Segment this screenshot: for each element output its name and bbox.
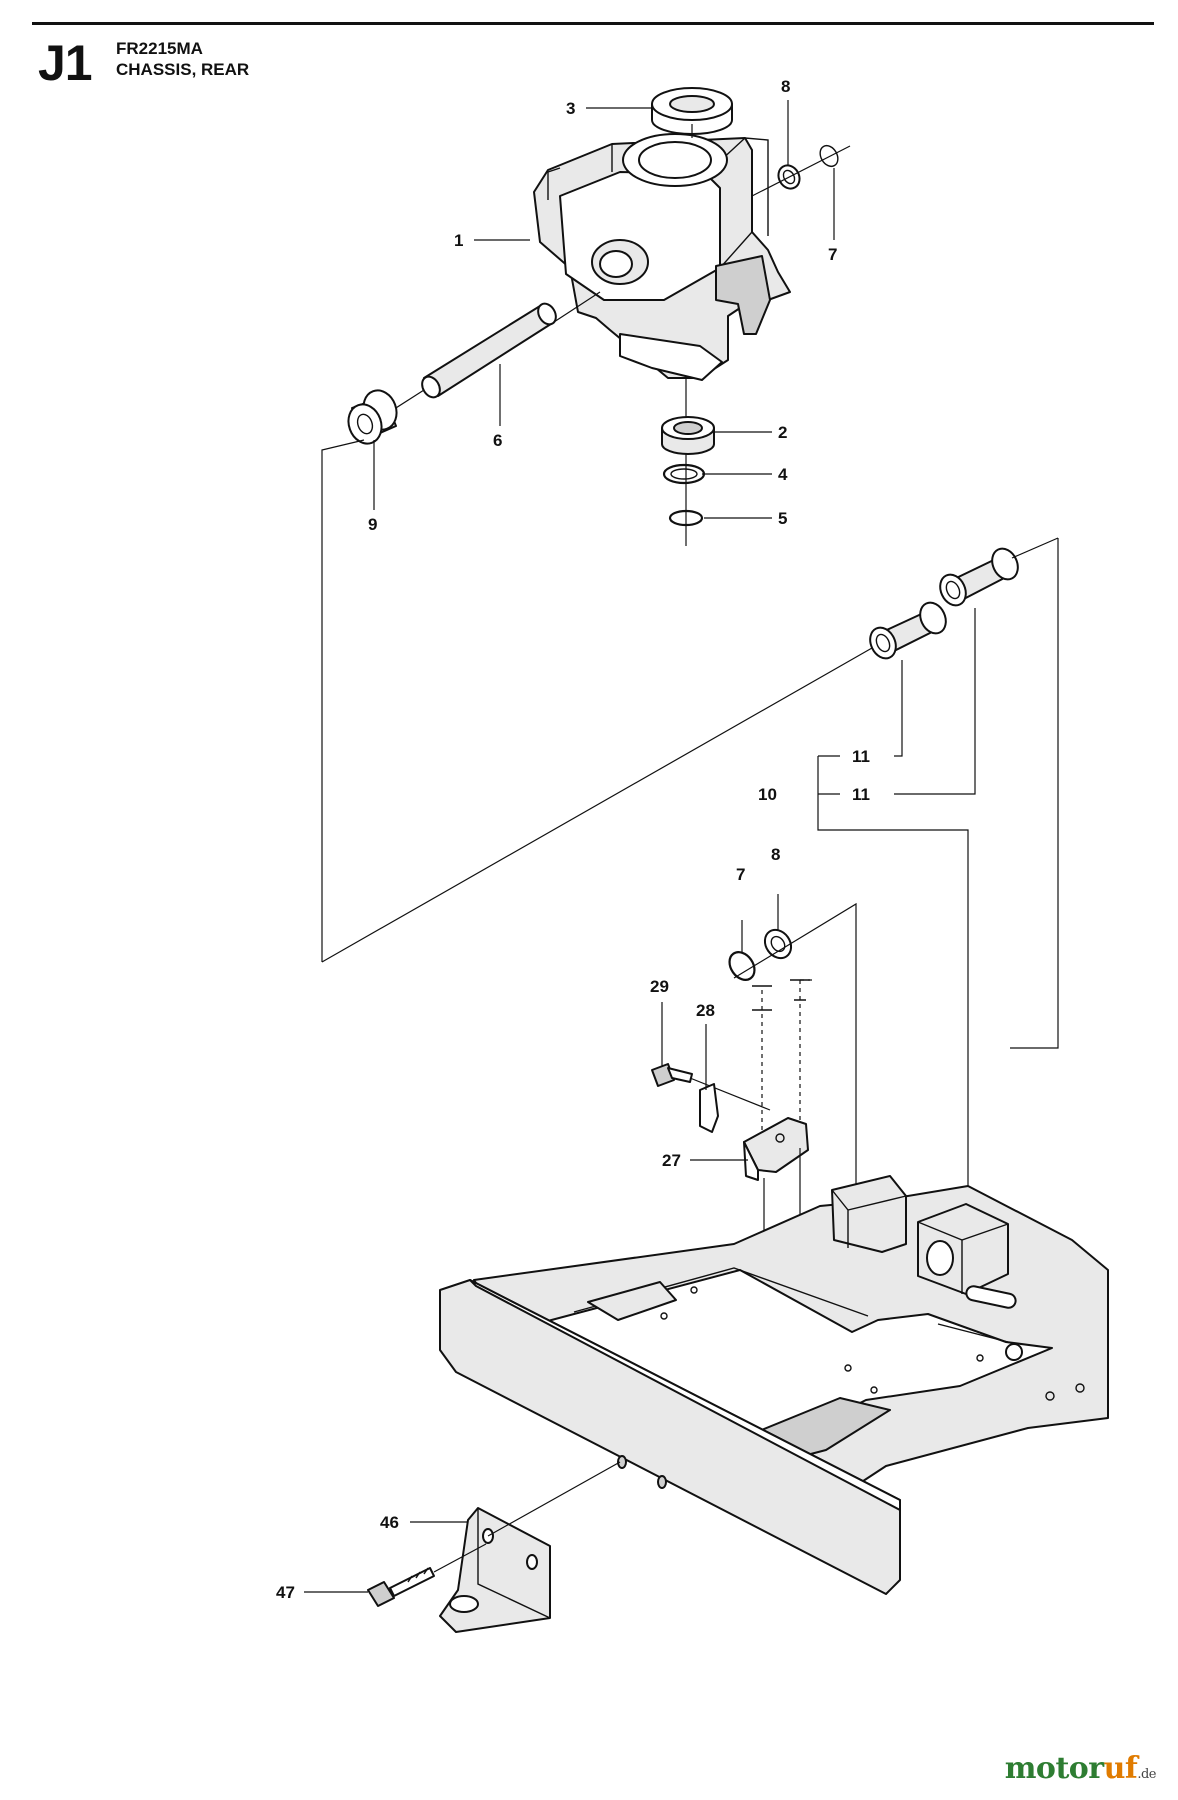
part-4-snap-ring[interactable] [662,463,706,485]
callout-5[interactable]: 5 [778,509,787,528]
part-1-axle-housing[interactable] [533,133,791,381]
callout-2[interactable]: 2 [778,423,787,442]
callout-9[interactable]: 9 [368,515,377,534]
callout-29[interactable]: 29 [650,977,669,996]
callout-7-top[interactable]: 7 [828,245,837,264]
part-3-bearing[interactable] [651,87,733,135]
callout-11-a[interactable]: 11 [852,747,870,766]
part-47-bolt[interactable] [367,1567,435,1607]
callout-11-b[interactable]: 11 [852,785,870,804]
callout-28[interactable]: 28 [696,1001,715,1020]
callout-6[interactable]: 6 [493,431,502,450]
watermark-brand-b: uf [1103,1751,1138,1786]
part-11-bushing-b[interactable] [935,544,1022,609]
callout-1[interactable]: 1 [454,231,463,250]
watermark-logo: motoruf.de [1004,1751,1157,1786]
callout-8-top[interactable]: 8 [781,77,790,96]
part-46-hitch-plate[interactable] [439,1507,551,1633]
part-28-clip[interactable] [699,1083,719,1133]
model-number: FR2215MA [116,39,203,58]
header-rule [32,22,1154,25]
callout-7-mid[interactable]: 7 [736,865,745,884]
part-5-circlip[interactable] [668,509,704,527]
section-code: J1 [38,35,93,91]
rear-bumper [439,1279,901,1595]
watermark-brand-a: motor [1004,1751,1104,1786]
callout-4[interactable]: 4 [778,465,788,484]
part-7-circlip-top[interactable] [817,142,842,169]
part-9-bushing[interactable] [343,386,402,449]
part-29-screw[interactable] [651,1063,693,1087]
part-7-circlip-mid[interactable] [724,947,759,984]
callout-47[interactable]: 47 [276,1583,295,1602]
part-11-bushing-a[interactable] [865,598,950,662]
page-title: CHASSIS, REAR [116,60,250,79]
callout-27[interactable]: 27 [662,1151,681,1170]
callout-10[interactable]: 10 [758,785,777,804]
callout-3[interactable]: 3 [566,99,575,118]
watermark-tld: .de [1137,1767,1156,1782]
callout-46[interactable]: 46 [380,1513,399,1532]
callout-8-mid[interactable]: 8 [771,845,780,864]
part-2-bearing[interactable] [661,416,715,455]
part-6-axle-pin[interactable] [419,300,560,400]
part-8-washer-mid[interactable] [760,925,797,963]
part-27-bracket[interactable] [743,1117,809,1181]
